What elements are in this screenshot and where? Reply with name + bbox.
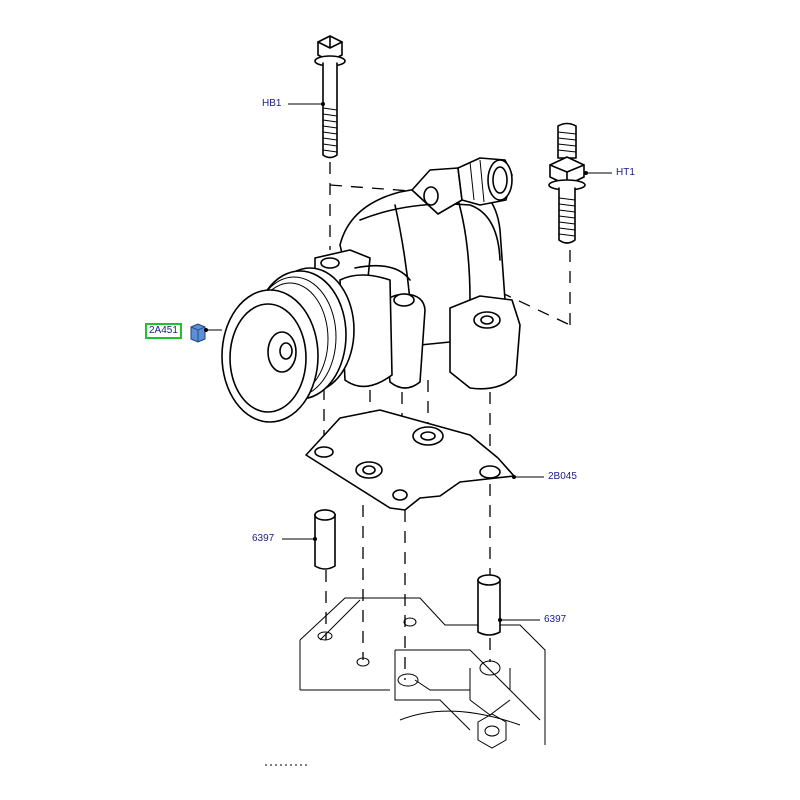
dowel-6397-left <box>314 509 336 570</box>
gasket-2b045 <box>305 409 515 511</box>
callout-ht1[interactable]: HT1 <box>616 167 635 178</box>
dowel-6397-right <box>477 574 501 636</box>
part-2a451 <box>190 323 206 343</box>
engine-bracket <box>265 597 546 766</box>
callout-6397-right[interactable]: 6397 <box>544 614 567 625</box>
stud-ht1 <box>548 122 586 244</box>
callout-hb1[interactable]: HB1 <box>262 98 282 109</box>
pulley <box>221 267 355 423</box>
callout-2a451-selected[interactable]: 2A451 <box>145 323 182 339</box>
callout-6397-left[interactable]: 6397 <box>252 533 275 544</box>
bolt-hb1 <box>314 35 346 159</box>
leader-lines <box>204 102 612 622</box>
pump-body <box>314 157 521 390</box>
callout-2b045[interactable]: 2B045 <box>548 471 577 482</box>
